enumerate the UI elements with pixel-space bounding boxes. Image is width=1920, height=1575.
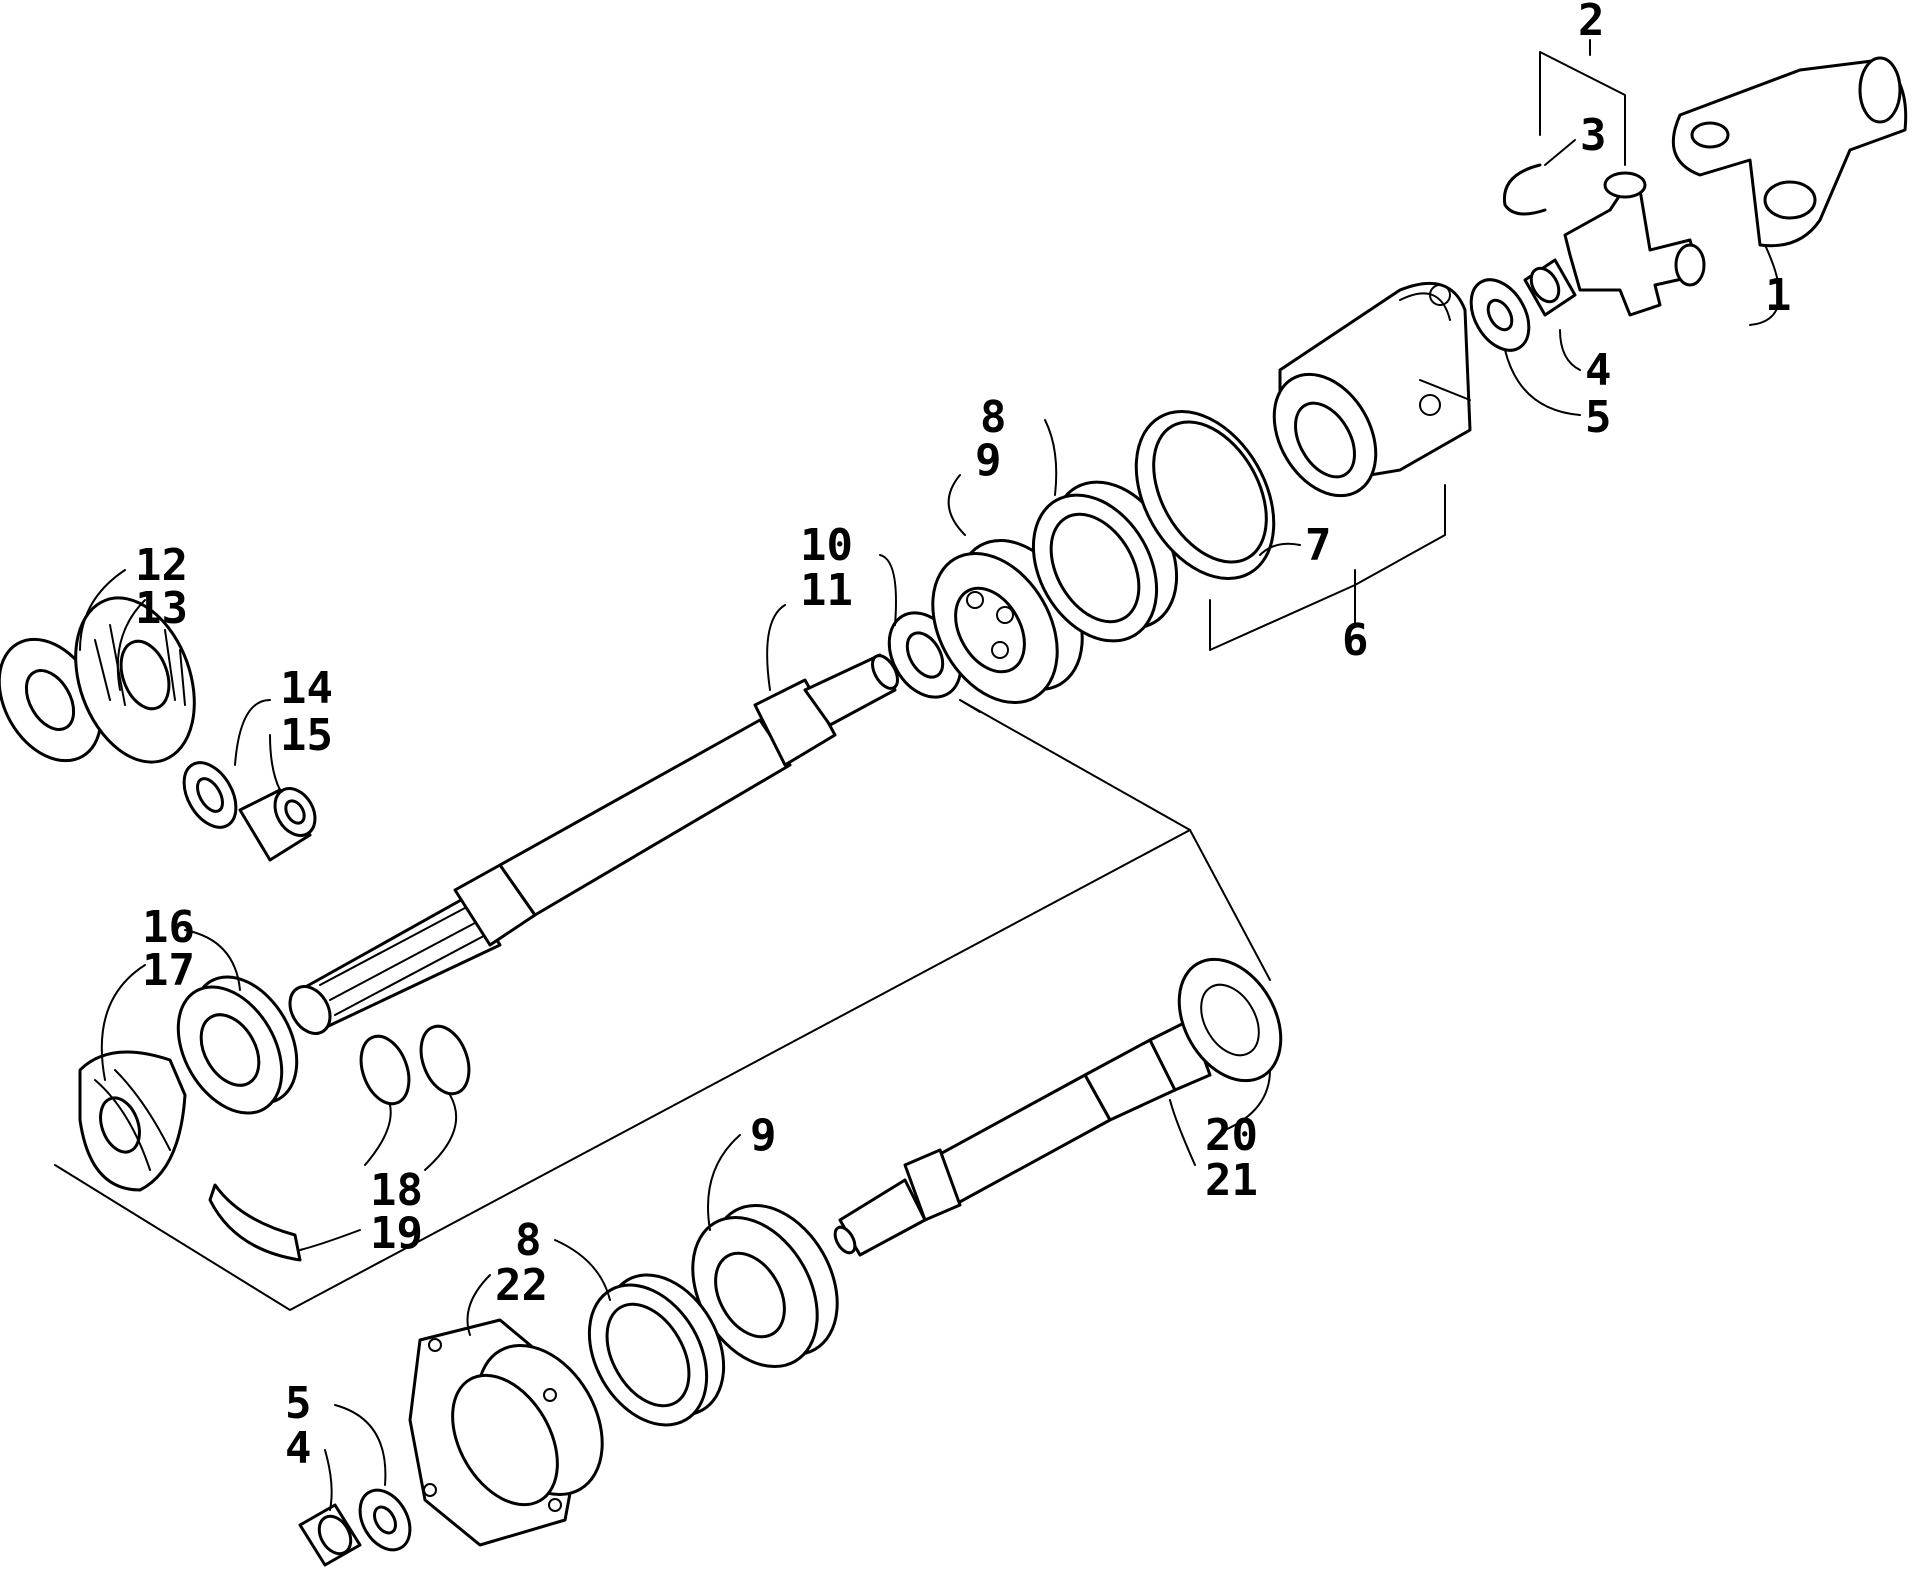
- callout-4-lower: 4: [285, 1423, 312, 1474]
- bushing-15: [238, 787, 317, 862]
- nut-4-upper: [1523, 258, 1577, 317]
- callout-16: 16: [142, 902, 195, 953]
- clip-3: [1502, 163, 1547, 216]
- washer-5-upper: [1469, 278, 1531, 352]
- callout-9-upper: 9: [975, 435, 1002, 486]
- seal-8-upper: [1031, 480, 1179, 643]
- callout-11: 11: [800, 565, 853, 616]
- seal-8-lower: [587, 1273, 726, 1427]
- callout-9-lower: 9: [750, 1110, 777, 1161]
- lower-shaft: [833, 1018, 1212, 1257]
- ring-7: [1134, 409, 1276, 581]
- yoke-1: [1671, 56, 1908, 248]
- callout-4-upper: 4: [1585, 345, 1612, 396]
- bearing-16: [176, 975, 299, 1115]
- leader-lines: [79, 39, 1781, 1511]
- callout-6: 6: [1342, 615, 1369, 666]
- callout-22: 22: [495, 1260, 548, 1311]
- housing-22: [408, 1318, 604, 1547]
- callout-3: 3: [1580, 110, 1607, 161]
- spline-washer-20: [1177, 957, 1283, 1083]
- callout-14: 14: [280, 663, 333, 714]
- callout-1: 1: [1765, 270, 1792, 321]
- clip-19: [208, 1183, 302, 1262]
- callout-17: 17: [142, 945, 195, 996]
- nut-4-lower: [298, 1503, 362, 1567]
- callout-7: 7: [1305, 520, 1332, 571]
- bearing-9-lower: [691, 1203, 839, 1369]
- callout-18: 18: [370, 1165, 423, 1216]
- gear-17: [78, 1050, 187, 1192]
- bracket-2: [1539, 51, 1626, 166]
- clips-18: [359, 1024, 471, 1106]
- washer-5-lower: [358, 1488, 412, 1552]
- u-joint-cross-2: [1563, 171, 1706, 317]
- callout-15: 15: [280, 710, 333, 761]
- main-shaft: [288, 653, 899, 1035]
- callout-12: 12: [135, 540, 188, 591]
- callout-2: 2: [1578, 0, 1605, 46]
- gear-13: [74, 596, 196, 764]
- callout-labels: 1 2 3 4 5 6 7 8 9 10 11 12 13 14 15 16 1…: [135, 0, 1792, 1474]
- callout-21: 21: [1205, 1155, 1258, 1206]
- callout-5-upper: 5: [1585, 392, 1612, 443]
- callout-8-upper: 8: [980, 392, 1007, 443]
- washer-14: [182, 761, 238, 829]
- callout-8-lower: 8: [515, 1215, 542, 1266]
- callout-19: 19: [370, 1208, 423, 1259]
- callout-10: 10: [800, 520, 853, 571]
- callout-13: 13: [135, 583, 188, 634]
- callout-5-lower: 5: [285, 1378, 312, 1429]
- callout-20: 20: [1205, 1110, 1258, 1161]
- yoke-6: [1272, 281, 1472, 498]
- bracket-lower-link: [1189, 829, 1271, 981]
